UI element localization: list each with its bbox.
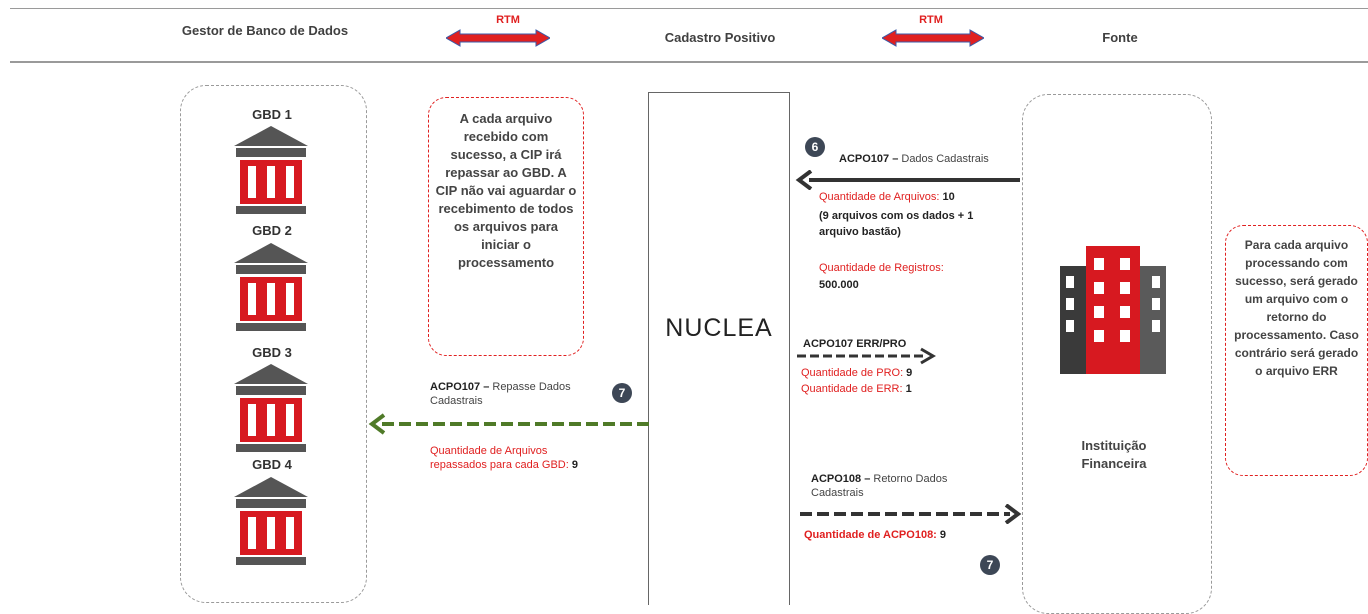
nuclea-box (648, 92, 790, 605)
step-6-qty-arquivos-label: Quantidade de Arquivos: (819, 191, 940, 203)
err-pro-err-label: Quantidade de ERR: (801, 383, 903, 395)
step-7-right-qty-label: Quantidade de ACPO108: (804, 529, 937, 541)
step-7-right-qty: Quantidade de ACPO108: 9 (804, 528, 1004, 542)
err-pro-pro: Quantidade de PRO: 9 (801, 366, 961, 380)
rtm-left-label: RTM (496, 14, 520, 26)
step-7-right-title: ACPO108 – Retorno Dados Cadastrais (811, 472, 991, 500)
gbd-column-box (180, 85, 367, 603)
step-6-qty-registros-value: 500.000 (819, 279, 859, 291)
header-bottom-line (10, 61, 1368, 63)
step-6-code: ACPO107 – (839, 153, 899, 165)
rtm-left-arrow (446, 29, 550, 47)
step-7-right-arrow (800, 504, 1022, 524)
step-7-left-qty-value: 9 (568, 459, 578, 471)
bank-icon (234, 364, 308, 452)
step-6-qty-registros-label: Quantidade de Registros: (819, 262, 944, 274)
gbd-2-label: GBD 2 (252, 223, 292, 238)
gbd-1-label: GBD 1 (252, 107, 292, 122)
step-7-left-qty-label: Quantidade de Arquivos repassados para c… (430, 445, 569, 471)
header-fonte: Fonte (1102, 30, 1138, 45)
header-top-line (10, 8, 1368, 9)
step-6-qty-arquivos-value: 10 (939, 191, 955, 203)
bank-icon (234, 126, 308, 214)
right-callout: Para cada arquivo processando com sucess… (1225, 225, 1368, 476)
step-7-right-title-text: Retorno Dados Cadastrais (811, 473, 948, 499)
gbd-3-label: GBD 3 (252, 345, 292, 360)
step-7-left-title-text: Repasse Dados Cadastrais (430, 381, 571, 407)
gbd-4-label: GBD 4 (252, 457, 292, 472)
step-7-left-qty: Quantidade de Arquivos repassados para c… (430, 444, 605, 472)
step-6-qty-arquivos: Quantidade de Arquivos: 10 (819, 190, 1009, 204)
err-pro-err: Quantidade de ERR: 1 (801, 382, 961, 396)
step-7-left-badge: 7 (612, 383, 632, 403)
building-icon (1060, 246, 1166, 374)
step-7-right-qty-value: 9 (936, 529, 947, 541)
left-callout: A cada arquivo recebido com sucesso, a C… (428, 97, 584, 356)
rtm-right-label: RTM (919, 14, 943, 26)
step-7-left-title: ACPO107 – Repasse Dados Cadastrais (430, 380, 610, 408)
step-7-right-badge: 7 (980, 555, 1000, 575)
step-6-title-text: Dados Cadastrais (898, 153, 989, 165)
step-7-left-code: ACPO107 – (430, 381, 490, 393)
err-pro-pro-value: 9 (903, 367, 913, 379)
rtm-right-arrow (882, 29, 984, 47)
step-6-badge: 6 (805, 137, 825, 157)
nuclea-logo: NUCLEA (665, 314, 773, 342)
step-6-arrow (795, 170, 1020, 190)
step-7-left-arrow (368, 413, 650, 435)
header-cadastro: Cadastro Positivo (664, 30, 776, 45)
err-pro-pro-label: Quantidade de PRO: (801, 367, 904, 379)
step-7-right-code: ACPO108 – (811, 473, 871, 485)
err-pro-arrow (797, 347, 936, 365)
header-gestor: Gestor de Banco de Dados (181, 23, 349, 38)
bank-icon (234, 243, 308, 331)
step-6-qty-arquivos-note: (9 arquivos com os dados + 1 arquivo bas… (819, 210, 974, 238)
err-pro-err-value: 1 (902, 383, 912, 395)
step-6-title: ACPO107 – Dados Cadastrais (839, 152, 1029, 166)
err-pro-title: ACPO107 ERR/PRO (803, 338, 907, 350)
bank-icon (234, 477, 308, 565)
instituicao-label: Instituição Financeira (1081, 438, 1147, 471)
